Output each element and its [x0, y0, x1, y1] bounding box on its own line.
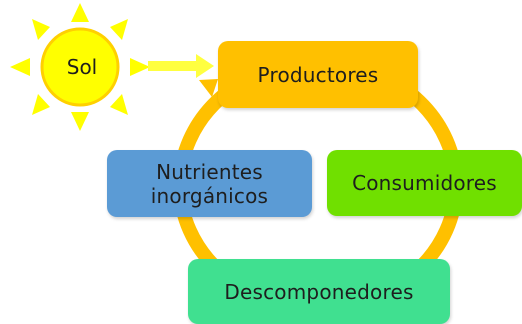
node-consumidores-label: Consumidores [352, 171, 497, 195]
cycle-arrow-head [199, 79, 218, 97]
node-productores: Productores [218, 41, 418, 108]
sun-icon [10, 3, 150, 131]
sun-label: Sol [66, 55, 98, 79]
node-descomponedores-label: Descomponedores [224, 279, 414, 304]
sun-to-productores-arrow [148, 54, 214, 78]
node-productores-label: Productores [257, 62, 379, 87]
node-descomponedores: Descomponedores [188, 259, 450, 324]
node-nutrientes: Nutrientes inorgánicos [107, 150, 312, 217]
node-consumidores: Consumidores [327, 150, 522, 216]
node-nutrientes-label: Nutrientes inorgánicos [150, 159, 269, 208]
